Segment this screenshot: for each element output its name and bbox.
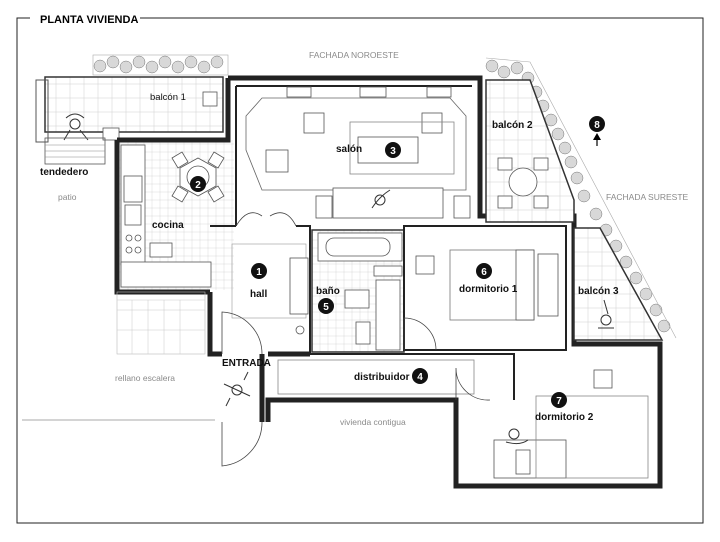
kitchen: [114, 140, 234, 295]
outer-walls: [117, 75, 663, 489]
distributor: [277, 353, 515, 400]
person-icon: [505, 428, 529, 445]
drying-rack: [44, 137, 106, 165]
distributor-label: distribuidor: [354, 372, 410, 383]
balcony-2-label: balcón 2: [492, 120, 533, 131]
room-marker-5: 5: [318, 298, 334, 314]
planter-top: [92, 54, 229, 76]
stair-landing-label: rellano escalera: [115, 373, 175, 383]
person-icon: [371, 189, 391, 209]
patio-label: patio: [58, 192, 77, 202]
bathroom-label: baño: [316, 286, 340, 297]
svg-text:7: 7: [556, 396, 562, 407]
living-room-label: salón: [336, 144, 362, 155]
entrance-label: ENTRADA: [222, 358, 271, 369]
living-room: [245, 86, 471, 219]
bedroom-1-label: dormitorio 1: [459, 284, 518, 295]
balcony-1: [35, 76, 224, 143]
hall: [210, 212, 311, 355]
drying-area-label: tendedero: [40, 167, 88, 178]
svg-text:1: 1: [256, 267, 262, 278]
svg-text:3: 3: [390, 146, 396, 157]
bathroom: [311, 229, 405, 353]
room-marker-3: 3: [385, 142, 401, 158]
room-marker-8: 8: [589, 116, 605, 132]
planter-diagonal: [485, 57, 677, 339]
svg-text:5: 5: [323, 302, 329, 313]
person-icon: [598, 299, 614, 329]
facade-northwest-label: FACHADA NOROESTE: [309, 50, 399, 60]
facade-southeast-label: FACHADA SURESTE: [606, 192, 689, 202]
dining-set-balcony: [497, 157, 549, 209]
bedroom-1: [403, 225, 567, 351]
hall-label: hall: [250, 289, 267, 300]
room-marker-2: 2: [190, 176, 206, 192]
person-icon: [223, 371, 251, 407]
bedroom-2-label: dormitorio 2: [535, 412, 594, 423]
kitchen-label: cocina: [152, 220, 184, 231]
room-marker-4: 4: [412, 368, 428, 384]
orientation-arrow: [593, 133, 601, 146]
svg-text:4: 4: [417, 372, 423, 383]
plan-title: PLANTA VIVIENDA: [40, 14, 138, 26]
svg-text:6: 6: [481, 267, 487, 278]
balcony-3: [573, 227, 664, 341]
svg-text:8: 8: [594, 120, 600, 131]
stair-landing: [22, 291, 215, 421]
room-marker-1: 1: [251, 263, 267, 279]
balcony-3-label: balcón 3: [578, 286, 619, 297]
svg-text:2: 2: [195, 180, 201, 191]
drawing-frame: PLANTA VIVIENDA: [16, 14, 704, 524]
entrance: [221, 354, 265, 467]
room-marker-6: 6: [476, 263, 492, 279]
balcony-1-label: balcón 1: [150, 92, 186, 103]
balcony-2: [485, 79, 575, 223]
adjacent-dwelling-label: vivienda contigua: [340, 417, 406, 427]
room-marker-7: 7: [551, 392, 567, 408]
person-icon: [63, 113, 89, 141]
bedroom-2: [455, 367, 649, 479]
